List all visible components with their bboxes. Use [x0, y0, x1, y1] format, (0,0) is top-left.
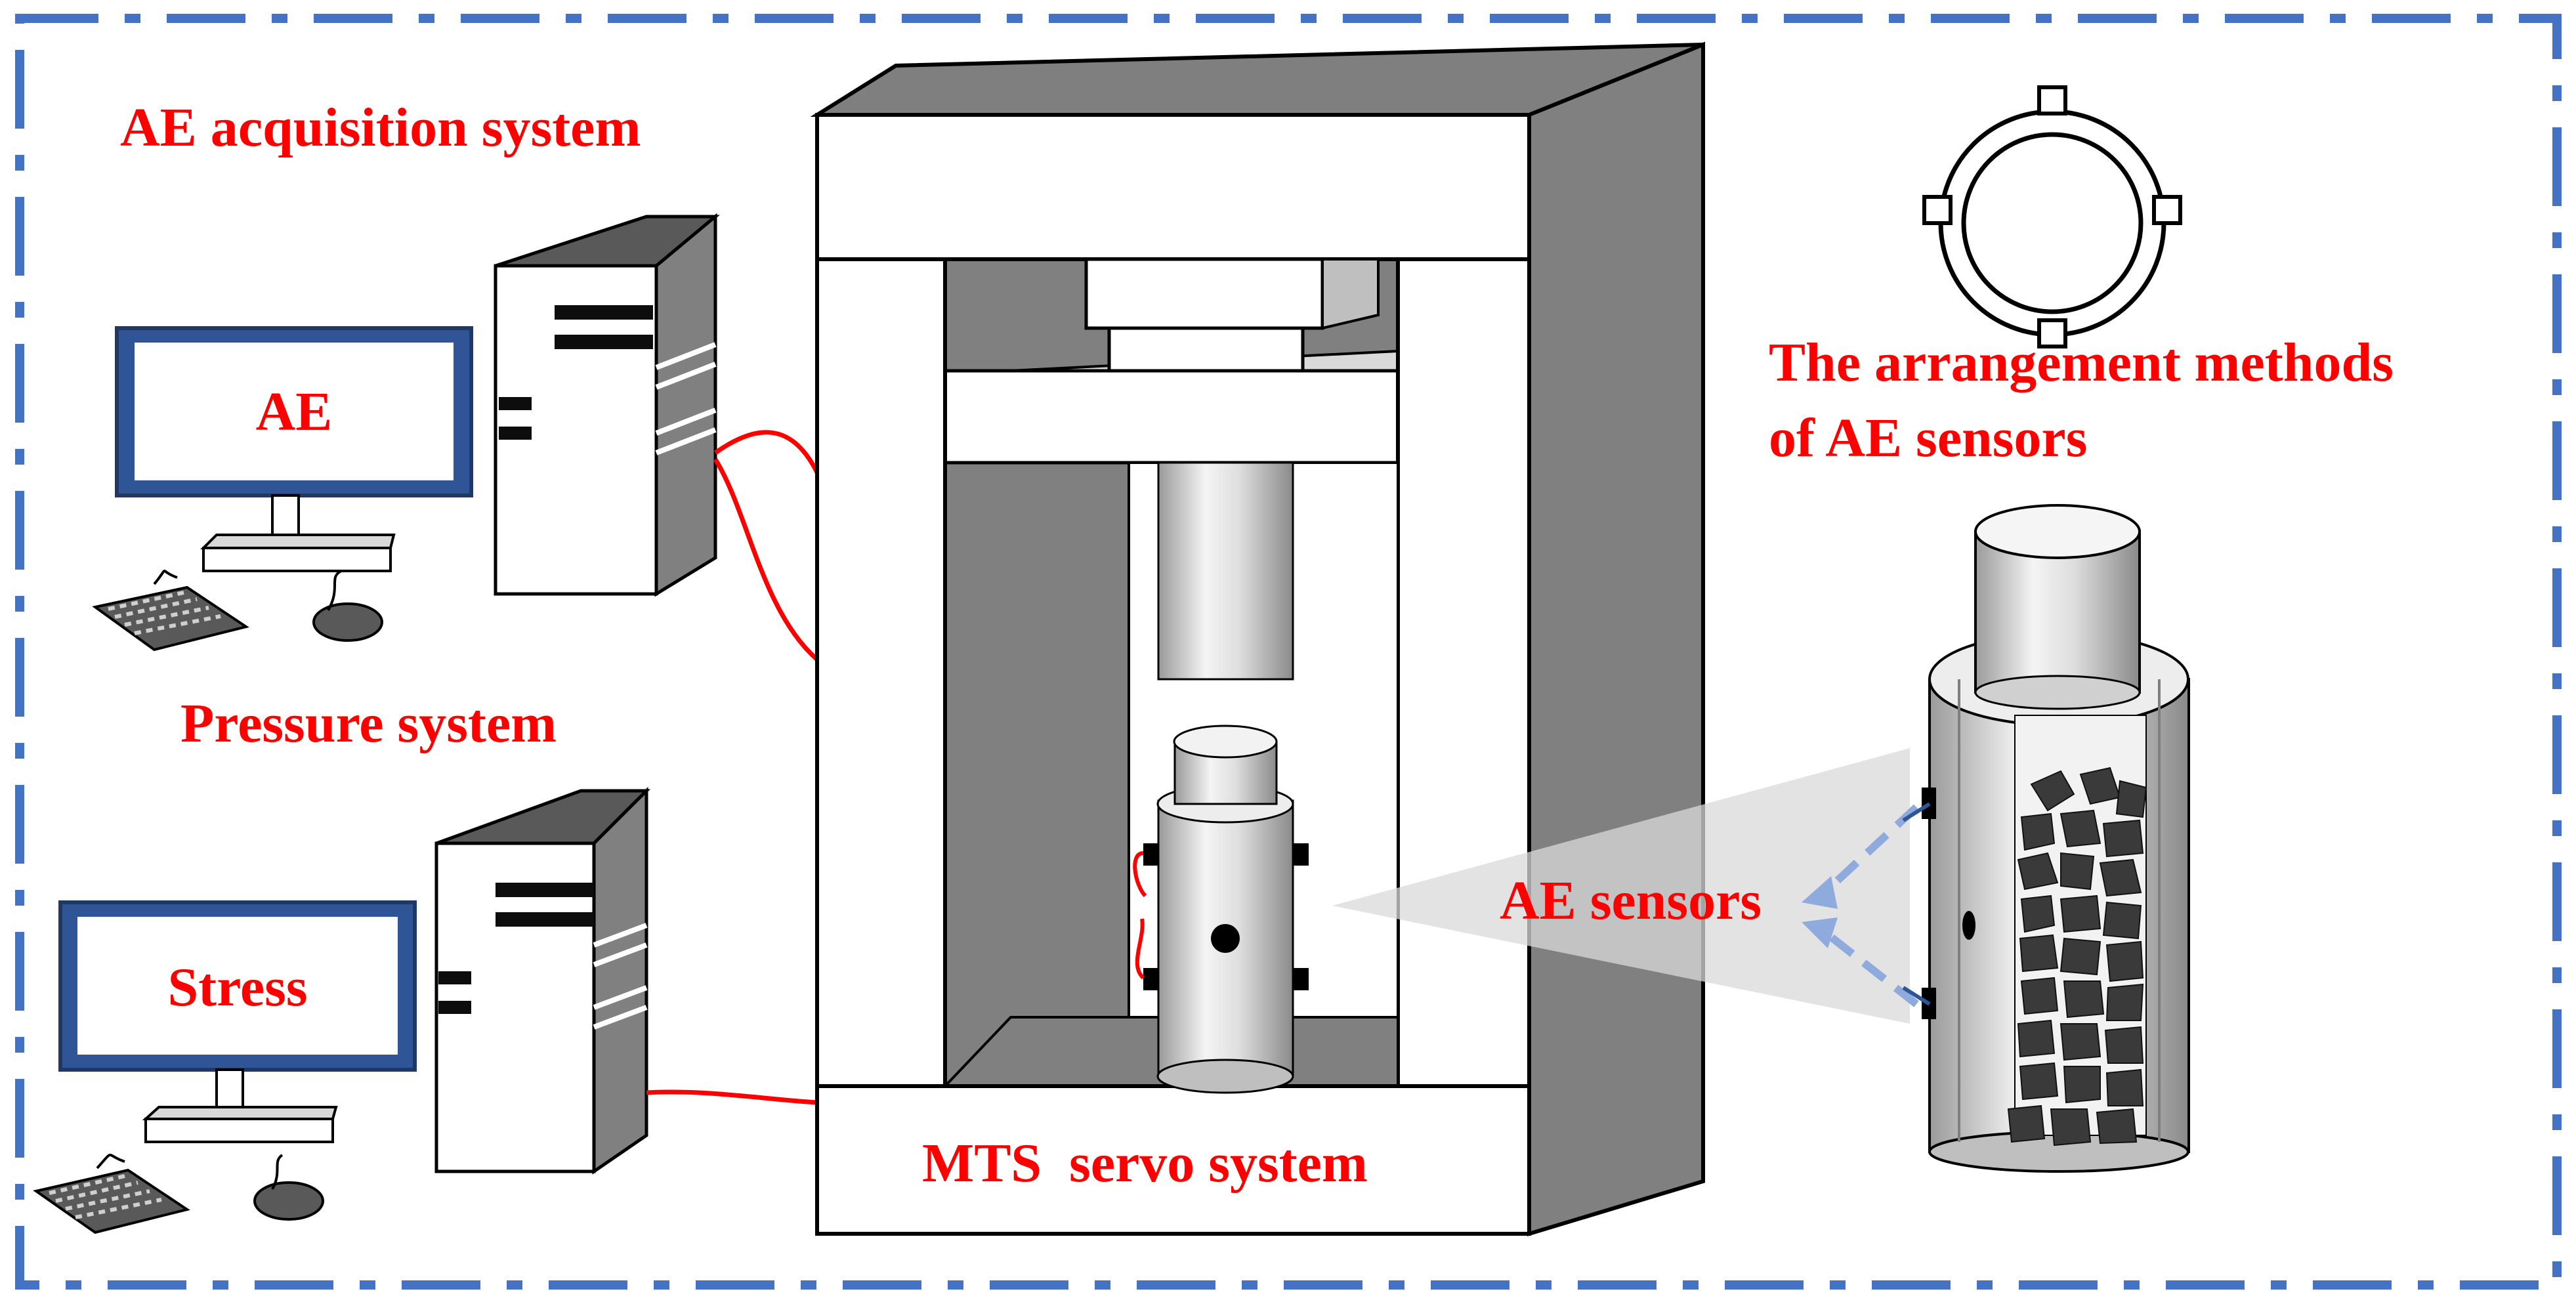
ae-sensor-icon [1922, 195, 1953, 225]
loading-ram [1157, 461, 1294, 681]
ae-sensor-icon [1962, 911, 1975, 940]
label-stress-screen: Stress [167, 957, 307, 1018]
specimen-cell [1133, 725, 1309, 1094]
ae-cable-bottom [713, 458, 819, 662]
outer-border [15, 14, 2562, 1290]
ae-sensor-icon [2152, 195, 2182, 225]
ae-cable-top [713, 430, 820, 474]
arrow-head [1802, 917, 1838, 948]
label-pressure-system: Pressure system [180, 693, 557, 754]
sensor-arrangement-ring [1922, 85, 2182, 348]
arrow-head [1802, 876, 1838, 909]
label-mts: MTS servo system [922, 1133, 1368, 1194]
zoomed-specimen [1922, 504, 2190, 1173]
rock-particles [2007, 767, 2147, 1146]
ae-sensor-icon [1293, 843, 1309, 866]
mouse-icon [253, 1181, 324, 1221]
label-arrangement-line1: The arrangement methods [1769, 332, 2394, 393]
label-arrangement-line2: of AE sensors [1769, 408, 2087, 469]
stress-computer [33, 786, 651, 1234]
mts-frame [810, 41, 1705, 1237]
zoom-spotlight [1332, 748, 1910, 1024]
ae-sensor-icon [1143, 968, 1159, 990]
ae-sensor-icon [1211, 924, 1240, 953]
ae-sensor-icon [2037, 318, 2067, 348]
ae-computer [92, 213, 720, 652]
stress-cable [646, 1089, 818, 1105]
mouse-icon [312, 602, 383, 642]
label-ae-screen: AE [256, 381, 333, 442]
ae-sensor-icon [1293, 968, 1309, 990]
ae-sensor-icon [2037, 85, 2067, 116]
label-ae-sensors: AE sensors [1500, 870, 1762, 931]
ae-sensor-icon [1143, 843, 1159, 866]
sensor-arrows [1821, 804, 1920, 1007]
label-ae-acquisition: AE acquisition system [120, 97, 641, 158]
